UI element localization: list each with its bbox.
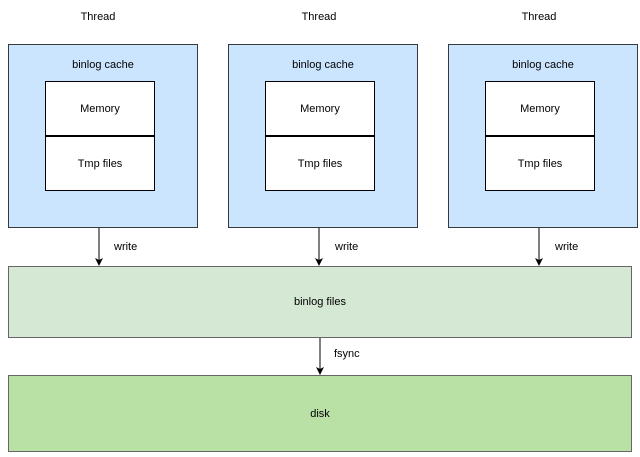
binlog-files-box: binlog files — [8, 266, 632, 338]
fsync-label: fsync — [334, 348, 360, 360]
memory-box: Memory — [485, 81, 595, 136]
memory-box: Memory — [265, 81, 375, 136]
disk-box: disk — [8, 375, 632, 452]
binlog-cache-2: binlog cache Memory Tmp files — [228, 44, 418, 228]
tmp-files-box: Tmp files — [265, 136, 375, 191]
write-label-3: write — [555, 241, 579, 253]
binlog-cache-title: binlog cache — [292, 59, 354, 71]
write-label-1: write — [114, 241, 138, 253]
write-label-2: write — [335, 241, 359, 253]
thread-label-2: Thread — [301, 11, 337, 23]
binlog-cache-3: binlog cache Memory Tmp files — [448, 44, 638, 228]
binlog-cache-title: binlog cache — [512, 59, 574, 71]
thread-label-1: Thread — [80, 11, 116, 23]
tmp-files-box: Tmp files — [485, 136, 595, 191]
binlog-cache-1: binlog cache Memory Tmp files — [8, 44, 198, 228]
tmp-files-box: Tmp files — [45, 136, 155, 191]
memory-box: Memory — [45, 81, 155, 136]
thread-label-3: Thread — [521, 11, 557, 23]
binlog-cache-title: binlog cache — [72, 59, 134, 71]
